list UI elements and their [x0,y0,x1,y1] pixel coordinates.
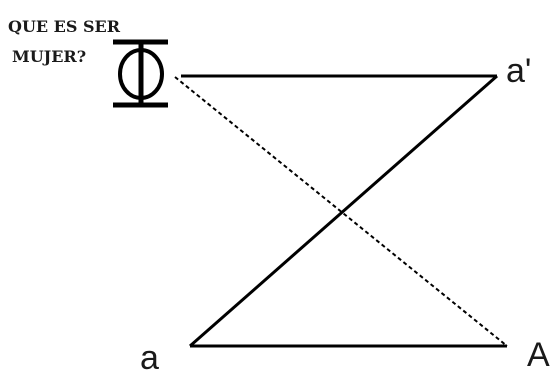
caption-line-2: MUJER? [12,47,86,66]
diagonal-dashed-line [174,76,508,347]
phi-with-bars-symbol [113,39,168,108]
label-a-upper: A [527,336,550,373]
label-a-lower: a [140,339,159,373]
label-a-prime: a' [506,52,531,90]
diagonal-solid-line [189,74,498,348]
caption-line-1: QUE ES SER [8,17,121,36]
